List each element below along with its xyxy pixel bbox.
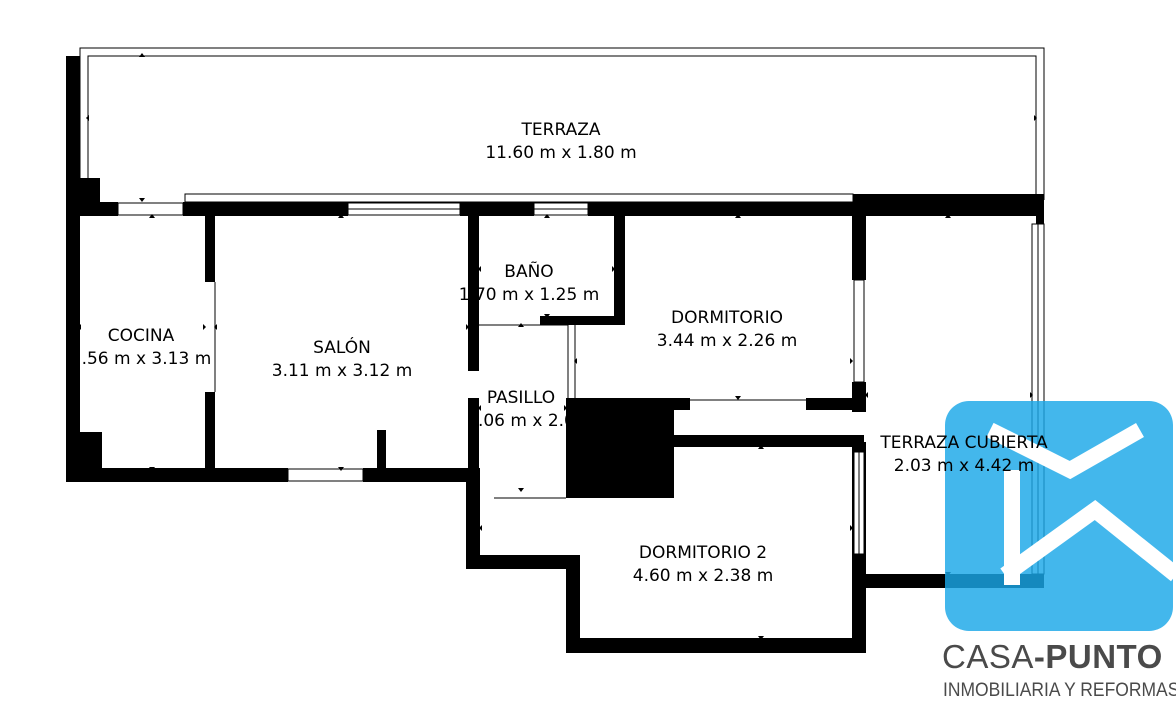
room-label-dormitorio: DORMITORIO 3.44 m x 2.26 m (657, 307, 798, 353)
room-name: TERRAZA CUBIERTA (880, 433, 1048, 453)
dimension-markers (78, 53, 1037, 640)
room-name: SALÓN (313, 338, 371, 358)
room-label-terraza-cubierta: TERRAZA CUBIERTA 2.03 m x 4.42 m (880, 432, 1047, 478)
room-label-dormitorio-2: DORMITORIO 2 4.60 m x 2.38 m (633, 542, 774, 588)
room-dimensions: 1.70 m x 1.25 m (458, 285, 600, 305)
room-label-salon: SALÓN 3.11 m x 3.12 m (272, 337, 413, 383)
room-dimensions: 2.03 m x 4.42 m (893, 456, 1035, 476)
room-name: DORMITORIO 2 (638, 543, 768, 563)
brand-name-light: CASA (942, 638, 1034, 675)
room-dimensions: 1.56 m x 3.13 m (70, 349, 212, 369)
room-name: PASILLO (486, 388, 556, 408)
room-dimensions: 3.11 m x 3.12 m (271, 361, 413, 381)
room-name: BAÑO (504, 262, 554, 282)
brand-tagline: INMOBILIARIA Y REFORMAS (943, 680, 1176, 701)
brand-name: CASA-PUNTO (942, 638, 1163, 676)
walls (66, 56, 1044, 653)
room-name: TERRAZA (521, 120, 601, 140)
room-dimensions: 1.06 m x 2.0 (467, 411, 575, 431)
brand-name-bold: -PUNTO (1033, 638, 1163, 675)
room-label-bano: BAÑO 1.70 m x 1.25 m (459, 261, 600, 307)
windows (117, 202, 1045, 575)
room-label-cocina: COCINA 1.56 m x 3.13 m (71, 325, 212, 371)
room-label-terraza: TERRAZA 11.60 m x 1.80 m (485, 119, 636, 165)
room-name: COCINA (107, 326, 175, 346)
room-label-pasillo: PASILLO 1.06 m x 2.0 (467, 387, 575, 433)
room-dimensions: 4.60 m x 2.38 m (632, 566, 774, 586)
brand-logo-mark (945, 401, 1176, 631)
room-dimensions: 3.44 m x 2.26 m (656, 331, 798, 351)
room-name: DORMITORIO (671, 308, 783, 328)
room-dimensions: 11.60 m x 1.80 m (485, 143, 637, 163)
